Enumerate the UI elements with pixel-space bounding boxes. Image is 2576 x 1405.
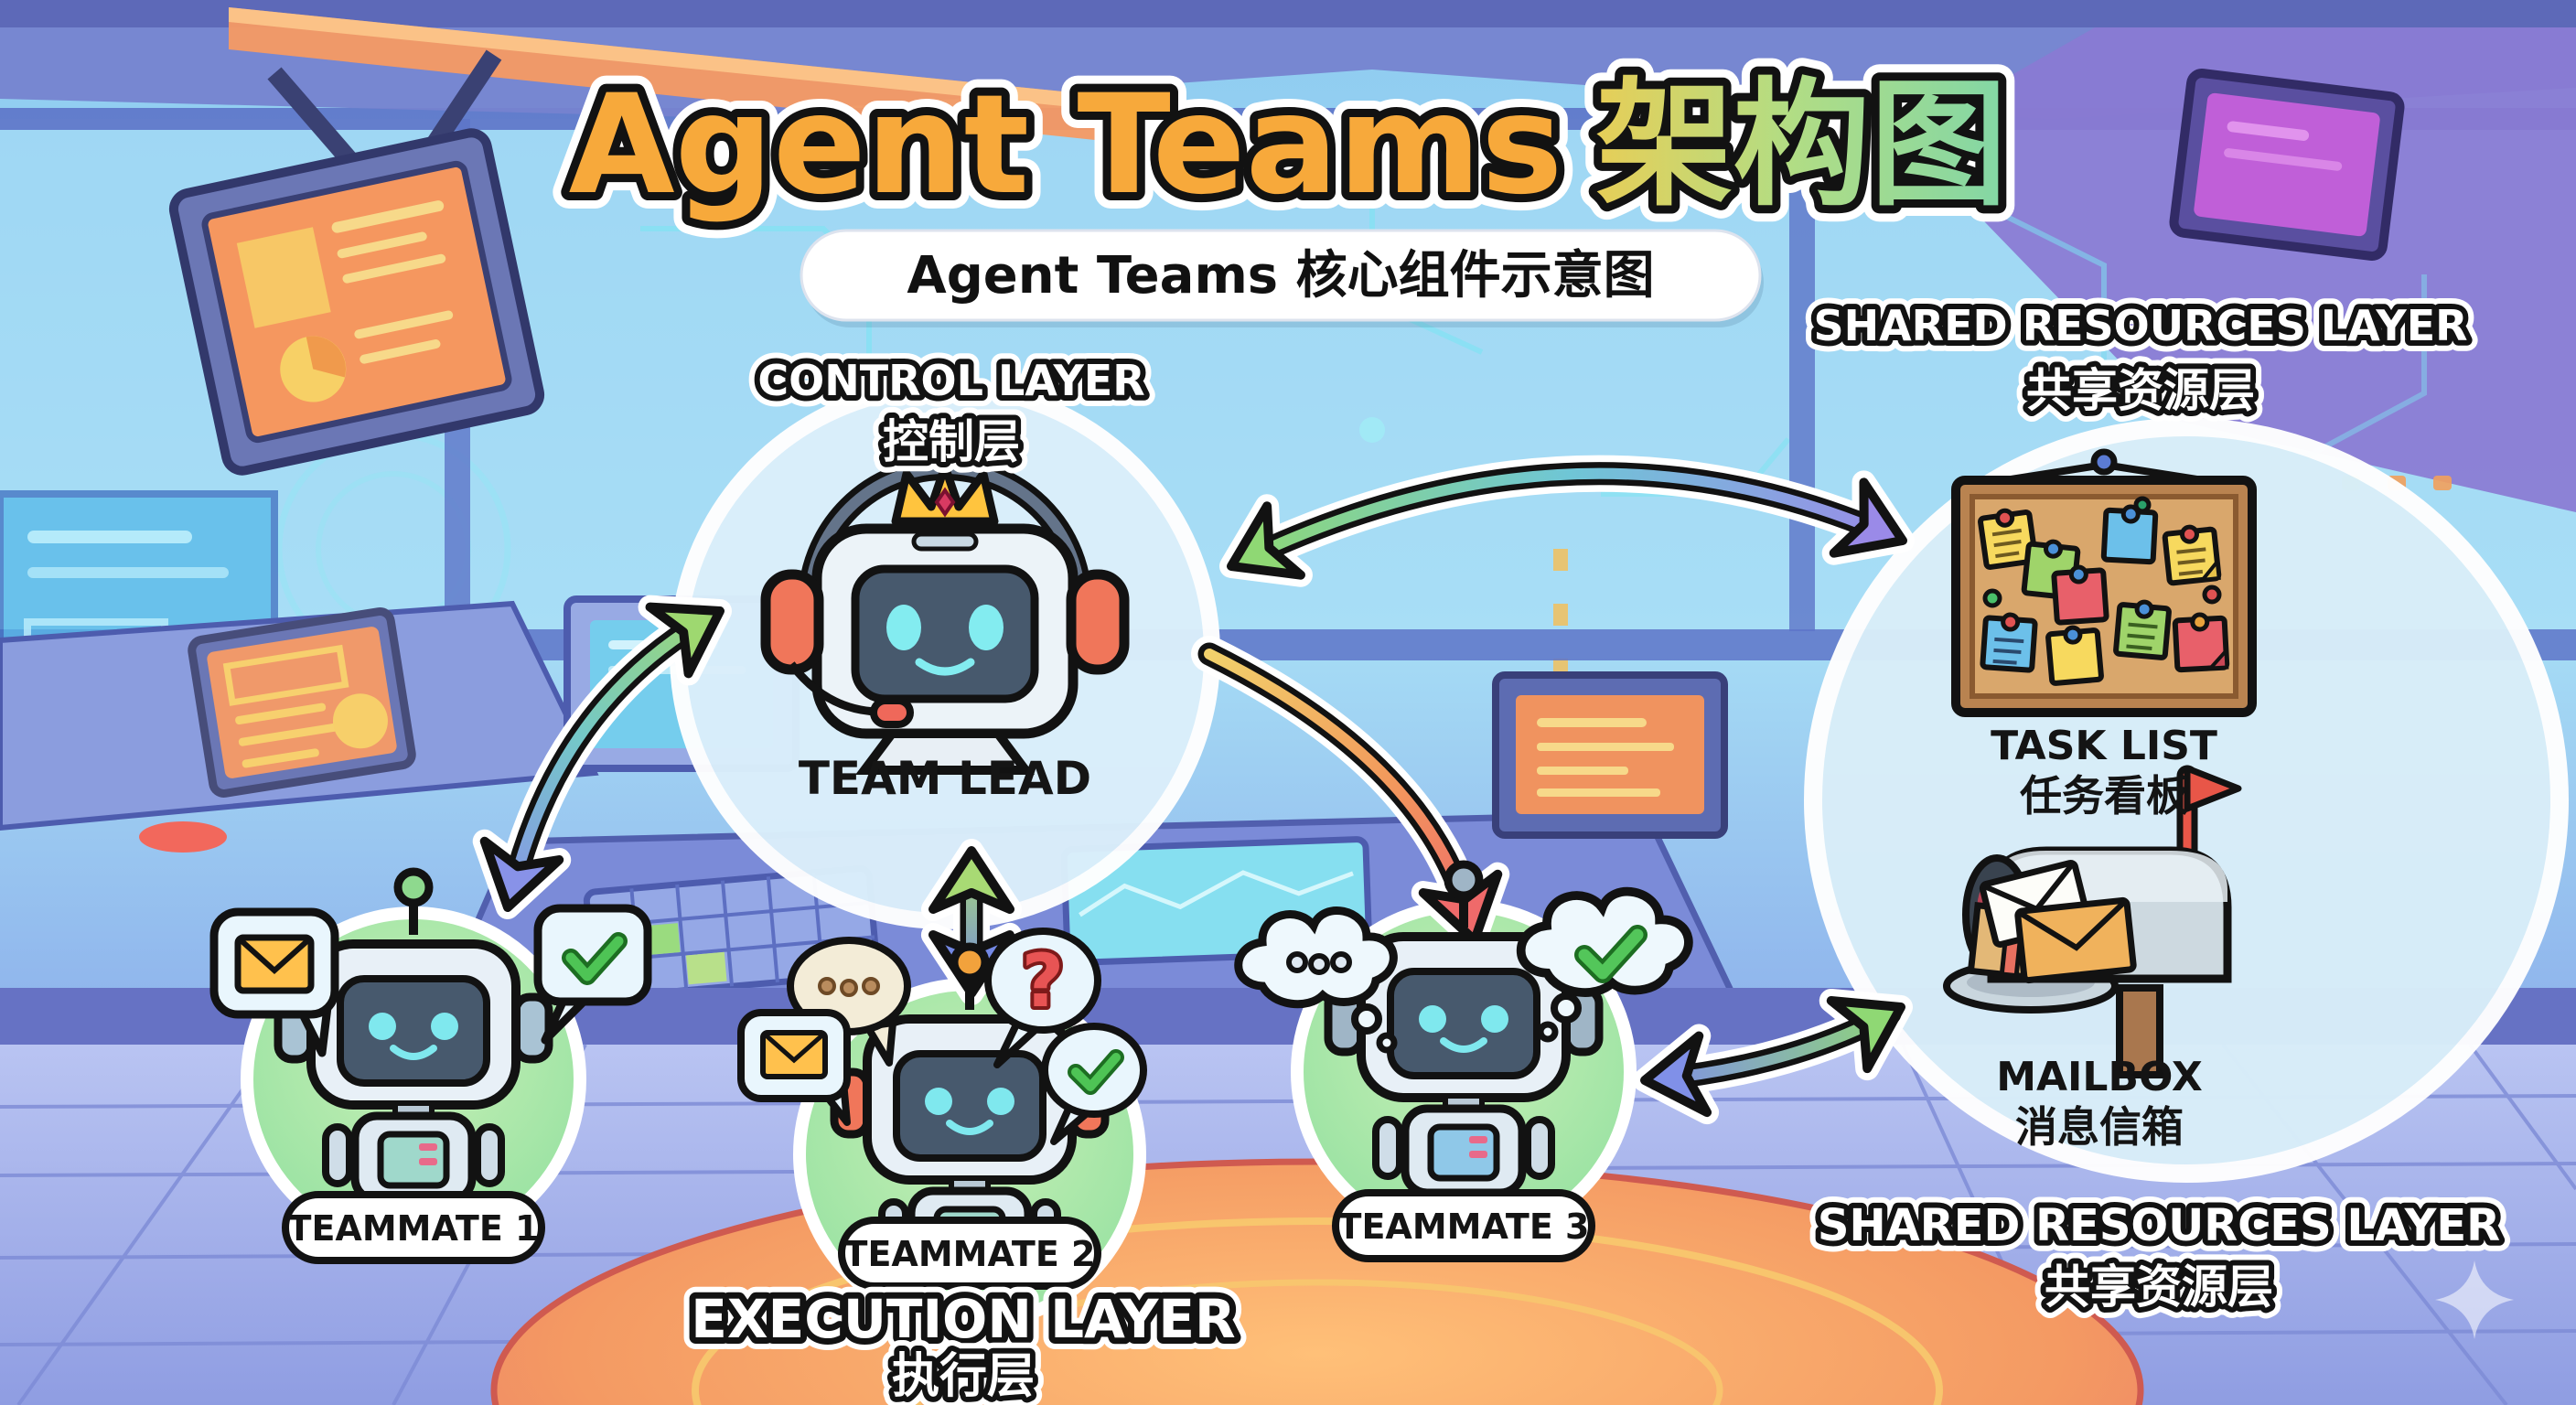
teammate1-envelope-bubble [209,907,339,1057]
teammate3-ellipsis-thought [1239,910,1394,1054]
orange-tablet [188,607,416,798]
svg-text:执行层: 执行层 [892,1349,1035,1404]
teammate2-check-bubble [1041,1023,1147,1145]
shared-resources-label-bottom: SHARED RESOURCES LAYER SHARED RESOURCES … [1807,1189,2511,1325]
svg-text:TEAMMATE 2: TEAMMATE 2 [844,1234,1096,1274]
svg-text:SHARED RESOURCES LAYER: SHARED RESOURCES LAYER [1818,1200,2500,1251]
svg-text:EXECUTION LAYER: EXECUTION LAYER [691,1288,1235,1350]
sparkle-icon [2435,1260,2514,1339]
teammate2-badge: TEAMMATE 2 [838,1217,1101,1290]
sticky-note [2051,564,2109,626]
shared-resources-label-top: SHARED RESOURCES LAYER SHARED RESOURCES … [1802,290,2478,428]
ceiling [0,0,2576,154]
mailbox-label: MAILBOX 消息信箱 [1996,1054,2203,1152]
check-icon [562,932,628,985]
sticky-note [2113,599,2172,660]
pushpin-icon [2202,585,2222,605]
svg-text:消息信箱: 消息信箱 [2015,1102,2184,1152]
svg-text:共享资源层: 共享资源层 [2026,364,2255,417]
svg-text:任务看板: 任务看板 [2020,771,2188,820]
purple-screen [2169,69,2405,261]
sticky-note [2162,524,2222,586]
ellipsis-icon [818,977,880,997]
pushpin-icon [2090,448,2118,476]
control-layer-label: CONTROL LAYER CONTROL LAYER 控制层 控制层 [746,345,1155,479]
teammate3-check-thought [1521,892,1689,1043]
svg-text:共享资源层: 共享资源层 [2045,1260,2273,1314]
pushpin-icon [1982,588,2002,608]
svg-text:SHARED RESOURCES LAYER: SHARED RESOURCES LAYER [1813,301,2467,350]
teammate1-badge: TEAMMATE 1 [282,1191,545,1264]
arrow-teammate3-shared [1641,973,1919,1119]
svg-text:SHARED RESOURCES LAYER: SHARED RESOURCES LAYER [1818,1200,2500,1251]
check-icon [1574,925,1648,983]
arrow-teamlead-shared [1215,455,1918,601]
check-icon [1068,1049,1124,1095]
svg-text:CONTROL LAYER: CONTROL LAYER [757,356,1144,405]
title-en: Agent Teams [569,66,1563,225]
svg-text:TASK LIST: TASK LIST [1991,723,2217,769]
question-icon: ? [1022,938,1064,1024]
ellipsis-icon [1286,951,1352,975]
svg-text:控制层: 控制层 [883,415,1020,468]
sticky-note [2100,504,2159,565]
envelope-icon [760,1030,828,1079]
task-list-label: TASK LIST 任务看板 [1991,723,2217,820]
crown-icon [891,462,999,526]
envelope-icon [234,934,315,994]
svg-text:SHARED RESOURCES LAYER: SHARED RESOURCES LAYER [1813,301,2467,350]
mailbox-icon [1943,765,2242,1078]
pushpin-icon [2133,496,2152,514]
side-panel [1492,671,1728,839]
circuit-panel-right [1903,27,2576,512]
sticky-note [1978,508,2038,570]
title-zh: 架构图 [1595,66,2007,225]
svg-text:TEAMMATE 3: TEAMMATE 3 [1338,1207,1590,1247]
svg-text:CONTROL LAYER: CONTROL LAYER [757,356,1144,405]
svg-text:共享资源层: 共享资源层 [2026,364,2255,417]
teammate2-envelope-bubble [737,1009,851,1126]
subtitle-banner: Agent Teams 核心组件示意图 [800,229,1764,327]
teammate2-question-bubble: ? [984,928,1101,1068]
sticky-note [2172,612,2230,673]
wall-monitor [168,49,545,476]
teammate1-check-bubble [533,904,652,1045]
team-lead-label: TEAM LEAD [799,752,1091,805]
execution-layer-label: EXECUTION LAYER EXECUTION LAYER 执行层 执行层 [679,1276,1247,1405]
task-board [1951,448,2257,717]
team-lead-robot [760,456,1130,775]
svg-text:TEAMMATE 1: TEAMMATE 1 [288,1208,540,1249]
microphone-icon [788,661,878,716]
svg-text:共享资源层: 共享资源层 [2045,1260,2273,1314]
sticky-note [1980,612,2038,673]
sticky-note [2045,625,2104,686]
svg-text:控制层: 控制层 [883,415,1020,468]
svg-text:MAILBOX: MAILBOX [1996,1054,2203,1100]
svg-text:EXECUTION LAYER: EXECUTION LAYER [691,1288,1235,1350]
svg-text:执行层: 执行层 [892,1349,1035,1404]
arrow-teamlead-teammate1 [470,578,739,917]
teammate3-badge: TEAMMATE 3 [1332,1189,1595,1262]
subtitle-text: Agent Teams 核心组件示意图 [907,246,1654,306]
console-left [0,490,800,853]
